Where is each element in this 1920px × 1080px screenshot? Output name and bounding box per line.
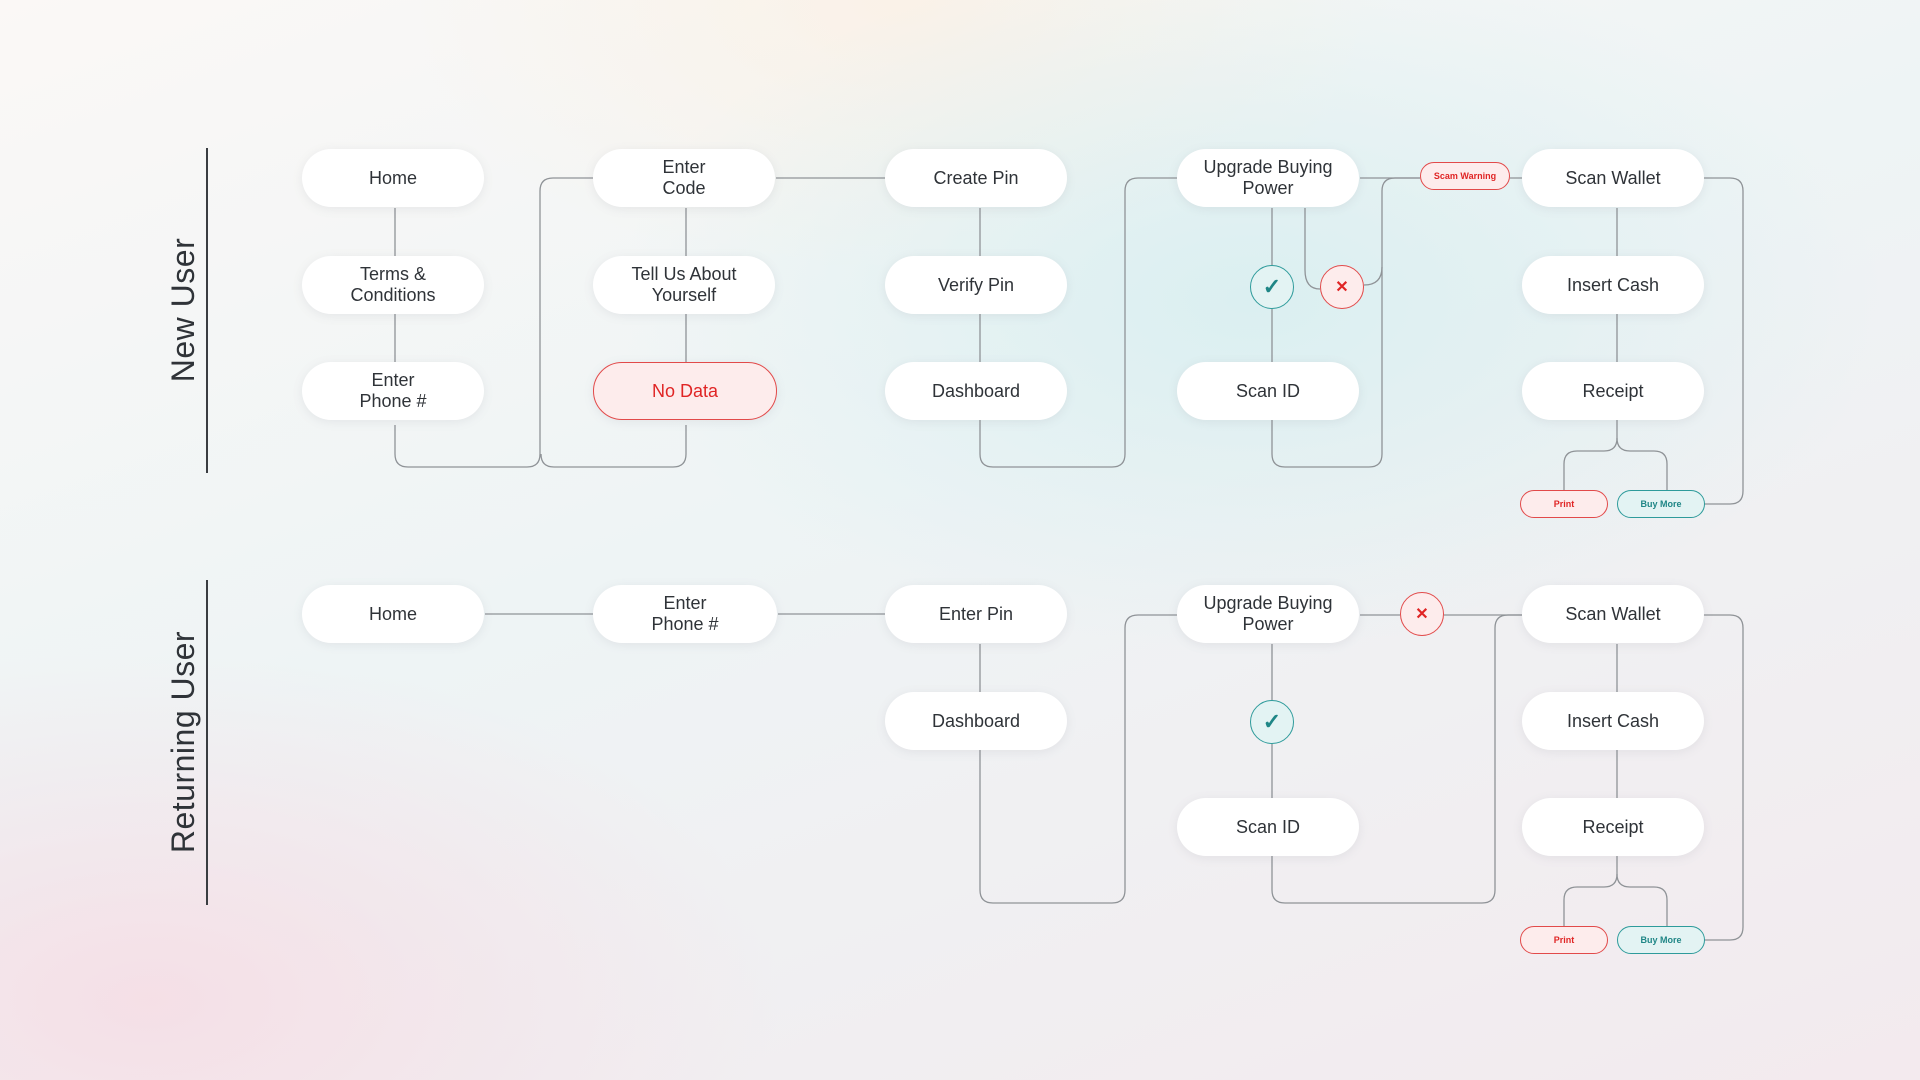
node-no-data[interactable]: No Data <box>593 362 777 420</box>
lane-divider-returning-user <box>206 580 208 905</box>
cross-icon: ✕ <box>1400 592 1444 636</box>
node-scan-wallet[interactable]: Scan Wallet <box>1522 585 1704 643</box>
print-button[interactable]: Print <box>1520 490 1608 518</box>
node-upgrade-buying-power[interactable]: Upgrade Buying Power <box>1177 149 1359 207</box>
node-tell-us-about-yourself[interactable]: Tell Us About Yourself <box>593 256 775 314</box>
check-icon: ✓ <box>1250 265 1294 309</box>
node-scan-id[interactable]: Scan ID <box>1177 798 1359 856</box>
node-dashboard[interactable]: Dashboard <box>885 362 1067 420</box>
node-enter-phone[interactable]: Enter Phone # <box>302 362 484 420</box>
node-verify-pin[interactable]: Verify Pin <box>885 256 1067 314</box>
print-button[interactable]: Print <box>1520 926 1608 954</box>
node-enter-phone[interactable]: Enter Phone # <box>593 585 777 643</box>
node-receipt[interactable]: Receipt <box>1522 362 1704 420</box>
node-upgrade-buying-power[interactable]: Upgrade Buying Power <box>1177 585 1359 643</box>
node-scan-wallet[interactable]: Scan Wallet <box>1522 149 1704 207</box>
buy-more-button[interactable]: Buy More <box>1617 926 1705 954</box>
node-terms-conditions[interactable]: Terms & Conditions <box>302 256 484 314</box>
node-receipt[interactable]: Receipt <box>1522 798 1704 856</box>
node-home[interactable]: Home <box>302 585 484 643</box>
lane-label-returning-user: Returning User <box>165 630 201 854</box>
node-insert-cash[interactable]: Insert Cash <box>1522 692 1704 750</box>
node-home[interactable]: Home <box>302 149 484 207</box>
lane-divider-new-user <box>206 148 208 473</box>
lane-label-new-user: New User <box>165 237 201 383</box>
node-dashboard[interactable]: Dashboard <box>885 692 1067 750</box>
node-enter-pin[interactable]: Enter Pin <box>885 585 1067 643</box>
check-icon: ✓ <box>1250 700 1294 744</box>
cross-icon: ✕ <box>1320 265 1364 309</box>
buy-more-button[interactable]: Buy More <box>1617 490 1705 518</box>
node-scan-id[interactable]: Scan ID <box>1177 362 1359 420</box>
scam-warning-badge: Scam Warning <box>1420 162 1510 190</box>
node-enter-code[interactable]: Enter Code <box>593 149 775 207</box>
node-create-pin[interactable]: Create Pin <box>885 149 1067 207</box>
node-insert-cash[interactable]: Insert Cash <box>1522 256 1704 314</box>
